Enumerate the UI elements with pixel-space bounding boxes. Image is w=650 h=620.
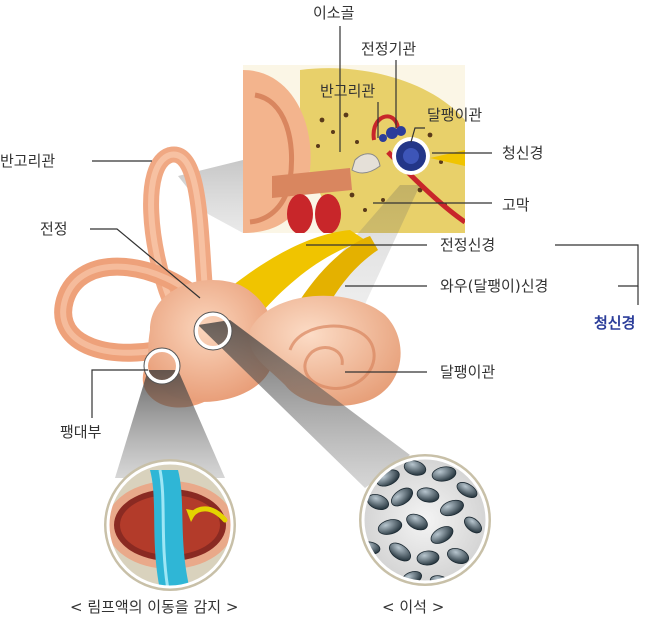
label-semicircular-main: 반고리관 — [0, 152, 56, 170]
leader-lines — [90, 26, 639, 418]
caption-otoliths: < 이석 > — [382, 598, 445, 616]
leader-auditory-nerve-bracket — [555, 244, 639, 287]
leader-cochlea-inset — [410, 127, 425, 143]
label-ampulla: 팽대부 — [60, 423, 102, 441]
ampulla-magnified — [104, 459, 236, 591]
label-auditory-nerve-group: 청신경 — [594, 314, 636, 332]
otolith-magnified — [359, 454, 491, 586]
beam-left — [115, 370, 225, 478]
label-vestibule: 전정 — [40, 220, 68, 238]
beam-right — [198, 320, 410, 488]
ear-cross-section-inset — [243, 65, 465, 233]
label-vestibular-organ: 전정기관 — [361, 40, 417, 58]
leader-ampulla — [91, 369, 148, 418]
label-vestibular-nerve: 전정신경 — [440, 236, 496, 254]
caption-lymph-movement: < 림프액의 이동을 감지 > — [70, 598, 239, 616]
vestibule-highlight-ring — [194, 312, 232, 350]
label-semicircular-inset: 반고리관 — [320, 82, 376, 100]
vestibule-body — [148, 280, 276, 402]
label-ossicles: 이소골 — [313, 4, 355, 22]
leader-vestibule — [90, 228, 201, 299]
label-auditory-nerve-inset: 청신경 — [502, 144, 544, 162]
label-cochlear-nerve: 와우(달팽이)신경 — [440, 277, 549, 295]
ampulla-highlight-ring — [144, 348, 180, 384]
label-eardrum: 고막 — [502, 196, 530, 214]
label-cochlea-inset: 달팽이관 — [427, 106, 483, 124]
label-cochlea-main: 달팽이관 — [440, 363, 496, 381]
